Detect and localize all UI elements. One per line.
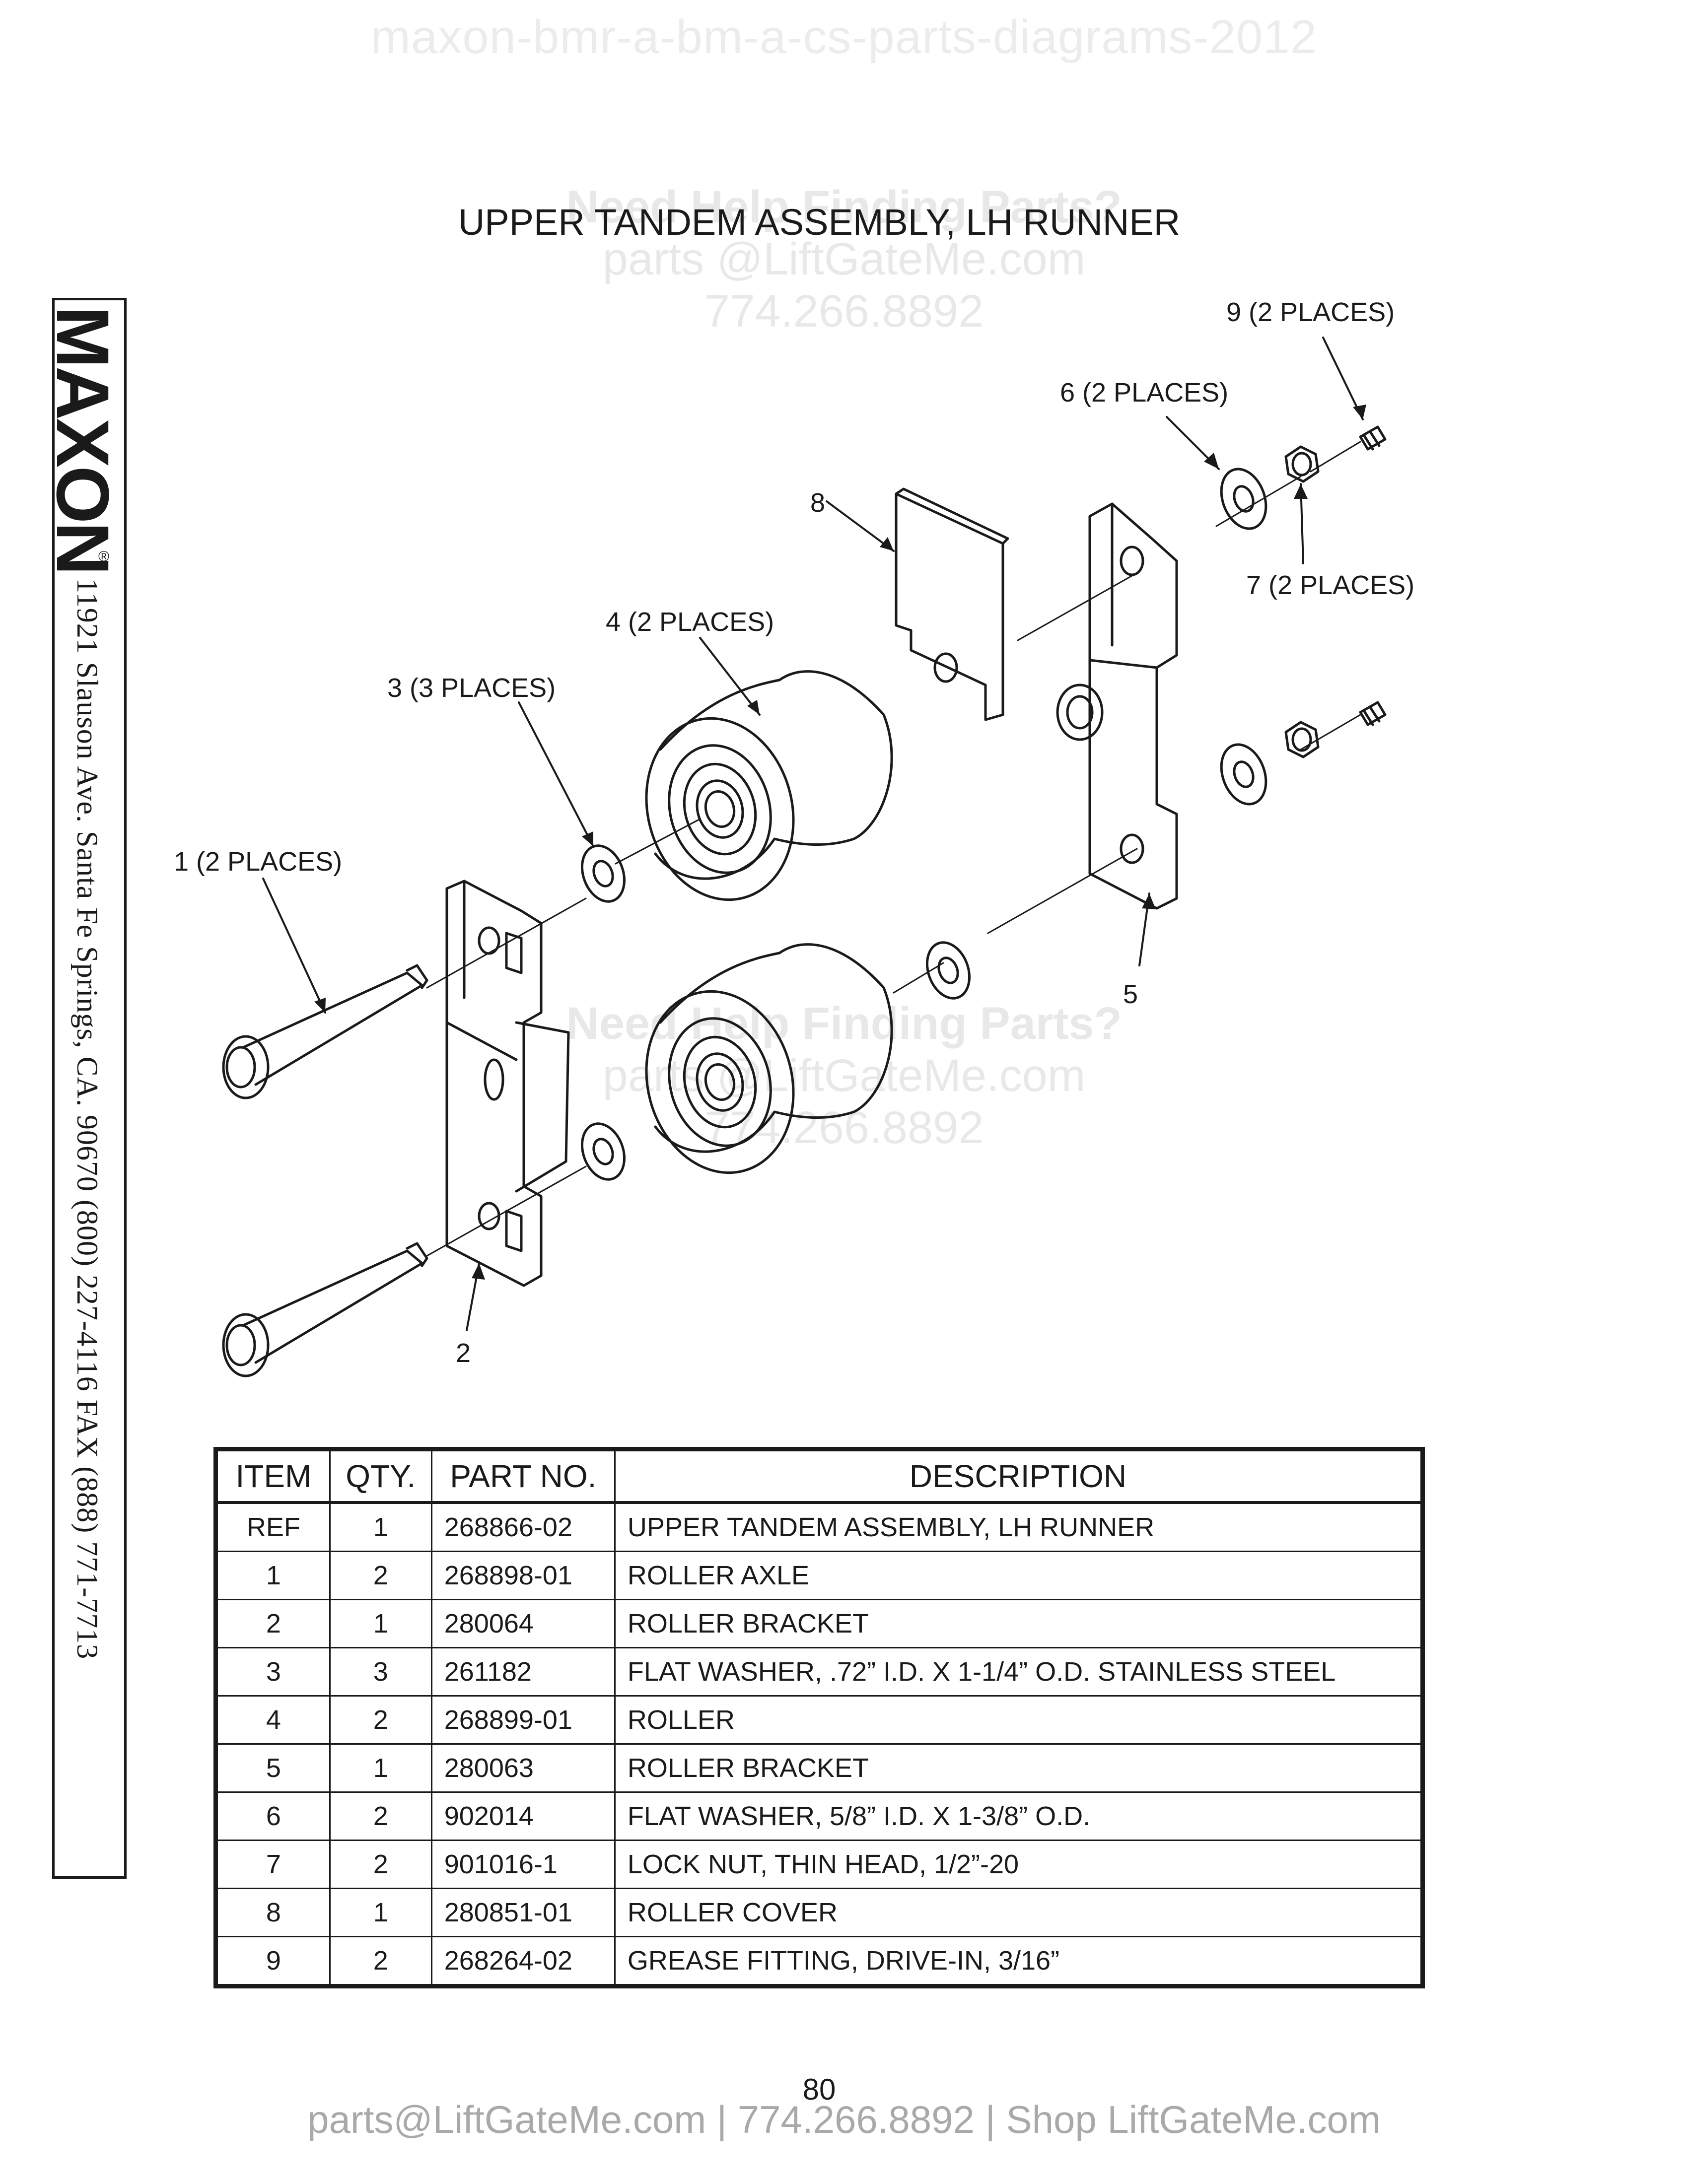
page-number: 80 xyxy=(802,2073,836,2106)
cell-description: ROLLER AXLE xyxy=(614,1551,1424,1600)
cell-qty: 1 xyxy=(329,1743,432,1793)
leader-arrowheads xyxy=(314,405,1366,1280)
table-row: REF 1 268866-02 UPPER TANDEM ASSEMBLY, L… xyxy=(215,1502,1424,1552)
callout-item-1: 1 (2 PLACES) xyxy=(174,847,343,877)
cell-item: 2 xyxy=(215,1599,331,1648)
cell-part-no: 280063 xyxy=(430,1743,616,1793)
table-row: 6 2 902014 FLAT WASHER, 5/8” I.D. X 1-3/… xyxy=(215,1791,1424,1841)
table-header-row: ITEM QTY. PART NO. DESCRIPTION xyxy=(215,1448,1424,1504)
cell-qty: 1 xyxy=(329,1888,432,1937)
watermark-email-line: parts @LiftGateMe.com xyxy=(602,234,1086,284)
header-description: DESCRIPTION xyxy=(614,1448,1424,1504)
grease-fitting-lower xyxy=(1359,701,1387,726)
cell-qty: 2 xyxy=(329,1551,432,1600)
roller-axle-lower xyxy=(222,1242,428,1377)
cell-item: 7 xyxy=(215,1840,331,1889)
cell-part-no: 268866-02 xyxy=(430,1502,616,1552)
cell-part-no: 268898-01 xyxy=(430,1551,616,1600)
sidebar-box: MAXON ® 11921 Slauson Ave. Santa Fe Spri… xyxy=(41,298,127,1879)
cell-qty: 1 xyxy=(329,1599,432,1648)
cell-qty: 2 xyxy=(329,1791,432,1841)
page-title: UPPER TANDEM ASSEMBLY, LH RUNNER xyxy=(458,202,1181,243)
cell-item: 5 xyxy=(215,1743,331,1793)
footer-contact: parts@LiftGateMe.com | 774.266.8892 | Sh… xyxy=(307,2098,1381,2141)
callout-item-5: 5 xyxy=(1123,979,1138,1009)
table-row: 7 2 901016-1 LOCK NUT, THIN HEAD, 1/2”-2… xyxy=(215,1840,1424,1889)
cell-description: LOCK NUT, THIN HEAD, 1/2”-20 xyxy=(614,1840,1424,1889)
roller-lower xyxy=(645,943,893,1174)
roller-axle-upper xyxy=(222,964,428,1099)
cell-qty: 2 xyxy=(329,1936,432,1987)
cell-part-no: 280851-01 xyxy=(430,1888,616,1937)
watermark-title: maxon-bmr-a-bm-a-cs-parts-diagrams-2012 xyxy=(370,10,1318,64)
watermark-help-line: Need Help Finding Parts? xyxy=(566,182,1122,232)
cell-part-no: 268899-01 xyxy=(430,1695,616,1745)
cell-description: ROLLER BRACKET xyxy=(614,1599,1424,1648)
cell-part-no: 268264-02 xyxy=(430,1936,616,1987)
header-qty: QTY. xyxy=(329,1448,432,1504)
cell-part-no: 902014 xyxy=(430,1791,616,1841)
washer-3-left-lower xyxy=(580,1122,626,1181)
table-row: 4 2 268899-01 ROLLER xyxy=(215,1695,1424,1745)
cell-description: FLAT WASHER, 5/8” I.D. X 1-3/8” O.D. xyxy=(614,1791,1424,1841)
cell-part-no: 261182 xyxy=(430,1647,616,1697)
cell-description: UPPER TANDEM ASSEMBLY, LH RUNNER xyxy=(614,1502,1424,1552)
cell-qty: 1 xyxy=(329,1502,432,1552)
callout-item-8: 8 xyxy=(810,488,826,518)
cell-item: 3 xyxy=(215,1647,331,1697)
parts-table: ITEM QTY. PART NO. DESCRIPTION REF 1 268… xyxy=(213,1447,1425,1988)
watermark-help-top: Need Help Finding Parts? parts @LiftGate… xyxy=(496,181,1192,338)
table-row: 1 2 268898-01 ROLLER AXLE xyxy=(215,1551,1424,1600)
exploded-parts-diagram xyxy=(222,337,1387,1377)
callout-item-7: 7 (2 PLACES) xyxy=(1246,570,1415,600)
roller-bracket-right xyxy=(1056,502,1178,910)
lock-nut-lower xyxy=(1284,721,1320,758)
roller-bracket-left xyxy=(445,880,570,1287)
cell-item: 9 xyxy=(215,1936,331,1987)
washer-6-lower xyxy=(1220,743,1267,806)
cell-part-no: 280064 xyxy=(430,1599,616,1648)
cell-item: REF xyxy=(215,1502,331,1552)
washer-6-upper xyxy=(1220,468,1267,530)
callout-item-3: 3 (3 PLACES) xyxy=(387,673,556,703)
cell-description: ROLLER BRACKET xyxy=(614,1743,1424,1793)
callout-item-6: 6 (2 PLACES) xyxy=(1060,378,1229,408)
callout-item-2: 2 xyxy=(456,1338,471,1368)
callout-item-9: 9 (2 PLACES) xyxy=(1226,297,1395,327)
table-row: 2 1 280064 ROLLER BRACKET xyxy=(215,1599,1424,1648)
cell-part-no: 901016-1 xyxy=(430,1840,616,1889)
cell-description: FLAT WASHER, .72” I.D. X 1-1/4” O.D. STA… xyxy=(614,1647,1424,1697)
watermark-phone-line: 774.266.8892 xyxy=(704,286,984,337)
table-row: 3 3 261182 FLAT WASHER, .72” I.D. X 1-1/… xyxy=(215,1647,1424,1697)
header-item: ITEM xyxy=(215,1448,331,1504)
cell-item: 4 xyxy=(215,1695,331,1745)
washer-3-left-upper xyxy=(580,844,626,903)
leader-lines xyxy=(262,337,1364,1331)
table-row: 8 1 280851-01 ROLLER COVER xyxy=(215,1888,1424,1937)
header-part-no: PART NO. xyxy=(430,1448,616,1504)
callout-item-4: 4 (2 PLACES) xyxy=(606,607,774,637)
registered-mark: ® xyxy=(98,548,110,565)
cell-item: 8 xyxy=(215,1888,331,1937)
grease-fitting-upper xyxy=(1359,425,1387,451)
washer-3-right xyxy=(925,941,971,1000)
cell-qty: 2 xyxy=(329,1840,432,1889)
cell-description: ROLLER xyxy=(614,1695,1424,1745)
cell-item: 1 xyxy=(215,1551,331,1600)
cell-item: 6 xyxy=(215,1791,331,1841)
roller-cover xyxy=(895,487,1009,721)
table-row: 5 1 280063 ROLLER BRACKET xyxy=(215,1743,1424,1793)
cell-description: ROLLER COVER xyxy=(614,1888,1424,1937)
cell-qty: 3 xyxy=(329,1647,432,1697)
roller-upper xyxy=(645,670,893,901)
cell-description: GREASE FITTING, DRIVE-IN, 3/16” xyxy=(614,1936,1424,1987)
cell-qty: 2 xyxy=(329,1695,432,1745)
lock-nut-upper xyxy=(1284,445,1320,483)
table-row: 9 2 268264-02 GREASE FITTING, DRIVE-IN, … xyxy=(215,1936,1424,1987)
